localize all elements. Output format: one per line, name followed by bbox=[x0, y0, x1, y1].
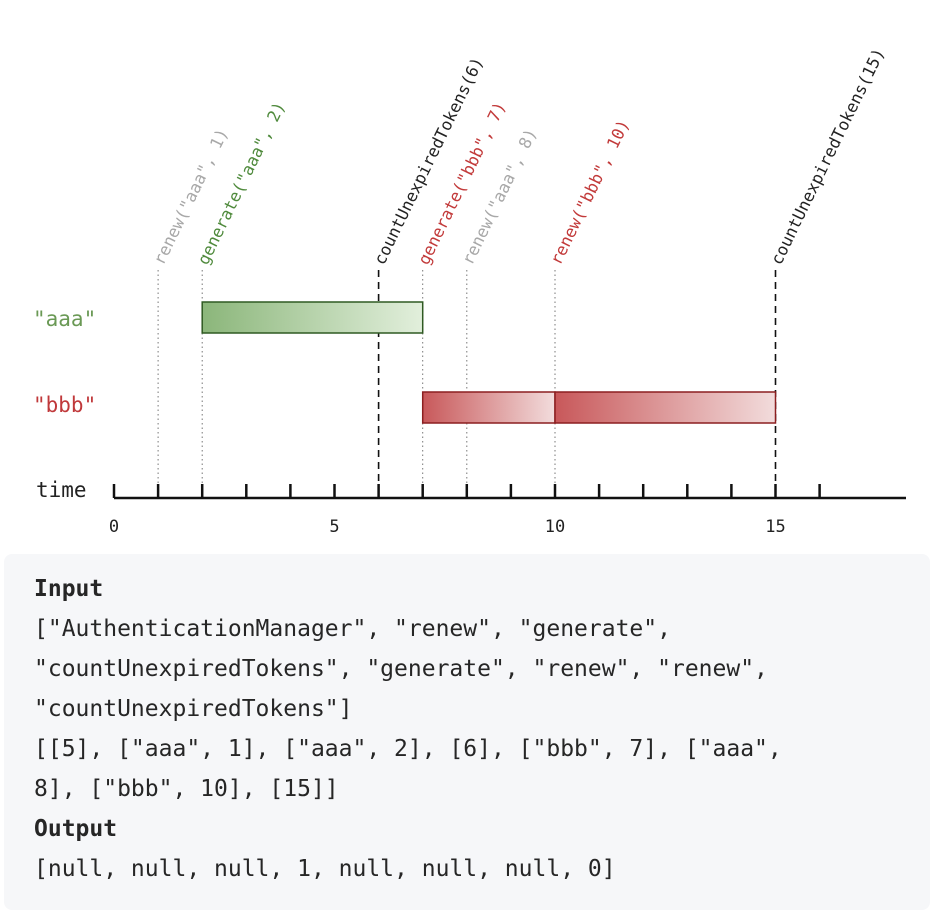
tick-label: 5 bbox=[329, 517, 339, 537]
input-line: ["AuthenticationManager", "renew", "gene… bbox=[34, 616, 671, 642]
token-bar bbox=[201, 301, 424, 334]
input-heading: Input bbox=[34, 576, 104, 602]
input-line: "countUnexpiredTokens", "generate", "ren… bbox=[34, 656, 768, 682]
input-line: [[5], ["aaa", 1], ["aaa", 2], [6], ["bbb… bbox=[34, 736, 782, 762]
row-label: "bbb" bbox=[33, 393, 96, 417]
example-box: Input ["AuthenticationManager", "renew", … bbox=[4, 554, 930, 910]
tick-label: 10 bbox=[545, 517, 565, 537]
output-line: [null, null, null, 1, null, null, null, … bbox=[34, 856, 616, 882]
event-label: renew("bbb", 10) bbox=[547, 117, 634, 268]
input-line: "countUnexpiredTokens"] bbox=[34, 696, 353, 722]
axis-label: time bbox=[36, 478, 87, 502]
row-label: "aaa" bbox=[33, 307, 96, 331]
event-label: countUnexpiredTokens(15) bbox=[767, 45, 889, 268]
output-heading: Output bbox=[34, 816, 118, 842]
tick-label: 15 bbox=[765, 517, 785, 537]
token-bar bbox=[554, 391, 777, 424]
event-label: generate("aaa", 2) bbox=[194, 99, 289, 268]
tick-label: 0 bbox=[109, 517, 119, 537]
token-bar bbox=[421, 391, 556, 424]
input-line: 8], ["bbb", 10], [15]] bbox=[34, 776, 339, 802]
